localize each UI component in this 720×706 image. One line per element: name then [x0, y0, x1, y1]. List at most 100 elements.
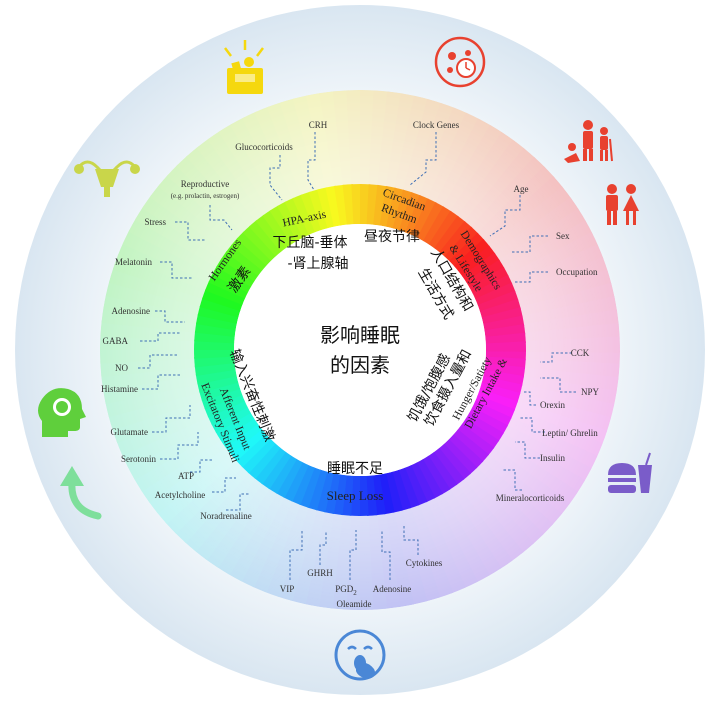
label-melatonin: Melatonin: [115, 257, 152, 267]
label-crh: CRH: [309, 120, 328, 130]
wheel-segment: [471, 401, 512, 427]
wheel-segment: [416, 459, 443, 499]
wheel-segment: [358, 475, 369, 516]
label-sex: Sex: [556, 231, 570, 241]
label-reproductive-sub: (e.g. prolactin, estrogen): [171, 192, 240, 200]
yawning-face-icon: [334, 629, 386, 681]
wheel-segment: [457, 424, 495, 456]
wheel-segment: [269, 205, 299, 245]
wheel-segment: [417, 202, 445, 242]
wheel-segment: [207, 400, 248, 426]
wheel-segment: [479, 382, 521, 403]
wheel-segment: [197, 305, 239, 324]
label-gaba: GABA: [102, 336, 128, 346]
wheel-segment: [225, 244, 263, 276]
wheel-segment: [325, 185, 342, 227]
wheel-segment: [216, 258, 256, 287]
wheel-segment: [465, 259, 505, 289]
wheel-segment: [242, 225, 277, 261]
wheel-segment: [428, 210, 459, 249]
wheel-segment: [215, 411, 255, 441]
wheel-segment: [477, 290, 519, 313]
wheel-segment: [254, 447, 286, 485]
wheel-segment: [196, 313, 238, 331]
age-group-icon: [564, 120, 613, 163]
wheel-segment: [248, 219, 282, 257]
wheel-segment: [475, 282, 516, 307]
wheel-segment: [308, 189, 329, 231]
wheel-segment: [386, 187, 405, 229]
wheel-segment: [485, 332, 526, 345]
wheel-segment: [457, 245, 496, 278]
wheel-segment: [484, 363, 526, 378]
wheel-segment: [461, 418, 500, 449]
label-pgd2: PGD2: [335, 584, 357, 597]
label-stress: Stress: [144, 217, 166, 227]
wheel-segment: [283, 461, 309, 502]
wheel-segment: [323, 472, 341, 514]
label-age: Age: [514, 184, 529, 194]
wheel-segment: [315, 471, 334, 513]
wheel-segment: [202, 288, 243, 312]
label-clock-genes: Clock Genes: [413, 120, 460, 130]
wheel-segment: [290, 464, 315, 505]
center-title-line2: 的因素: [330, 353, 390, 377]
label-oleamide: Oleamide: [337, 599, 372, 609]
hpa-zh-label-2: -肾上腺轴: [287, 256, 348, 272]
wheel-segment: [262, 209, 293, 249]
label-mineralocorticoids: Mineralocorticoids: [496, 493, 565, 503]
wheel-segment: [468, 407, 508, 435]
wheel-segment: [224, 422, 263, 455]
wheel-segment: [469, 267, 509, 294]
factor-labels: CRH Glucocorticoids Clock Genes Reproduc…: [101, 120, 599, 609]
label-adenosine-bottom: Adenosine: [373, 584, 412, 594]
label-adenosine-left: Adenosine: [112, 306, 151, 316]
label-occupation: Occupation: [556, 267, 598, 277]
label-glutamate: Glutamate: [111, 427, 149, 437]
wheel-segment: [481, 307, 523, 326]
wheel-segment: [194, 355, 235, 368]
wheel-segment: [391, 469, 412, 511]
wheel-segment: [317, 187, 336, 229]
wheel-segment: [307, 469, 328, 511]
up-arrow-icon: [60, 466, 102, 520]
wheel-segment: [230, 237, 268, 271]
wheel-segment: [268, 454, 297, 494]
wheel-segment: [449, 232, 485, 267]
label-leptin-ghrelin: Leptin/ Ghrelin: [542, 428, 598, 438]
label-cytokines: Cytokines: [406, 558, 443, 568]
label-npy: NPY: [581, 387, 600, 397]
hormone-burst-icon: [224, 40, 264, 94]
wheel-segment: [220, 251, 259, 282]
wheel-segment: [261, 451, 292, 490]
wheel-segment: [443, 439, 478, 475]
label-insulin: Insulin: [540, 453, 566, 463]
wheel-segment: [410, 462, 436, 503]
label-orexin: Orexin: [540, 400, 565, 410]
wheel-segment: [284, 197, 310, 238]
wheel-segment: [212, 265, 252, 293]
label-no: NO: [115, 363, 128, 373]
wheel-segment: [379, 186, 397, 228]
wheel-segment: [439, 220, 473, 258]
wheel-segment: [373, 184, 388, 226]
wheel-segment: [332, 474, 347, 516]
wheel-segment: [300, 191, 323, 233]
label-glucocorticoids: Glucocorticoids: [235, 142, 293, 152]
wheel-segment: [229, 428, 267, 462]
wheel-segment: [438, 443, 472, 481]
wheel-segment: [483, 315, 525, 332]
wheel-segment: [427, 451, 458, 491]
wheel-segment: [461, 252, 501, 283]
wheel-segment: [366, 184, 380, 225]
uterus-icon: [74, 160, 140, 197]
wheel-segment: [481, 376, 523, 395]
wheel-segment: [474, 395, 515, 420]
wheel-segment: [236, 231, 272, 266]
wheel-segment: [398, 192, 422, 233]
wheel-segment: [448, 434, 484, 469]
wheel-segment: [351, 184, 362, 225]
brain-head-icon: [38, 388, 86, 437]
sleep-loss-zh: 睡眠不足: [327, 461, 383, 477]
